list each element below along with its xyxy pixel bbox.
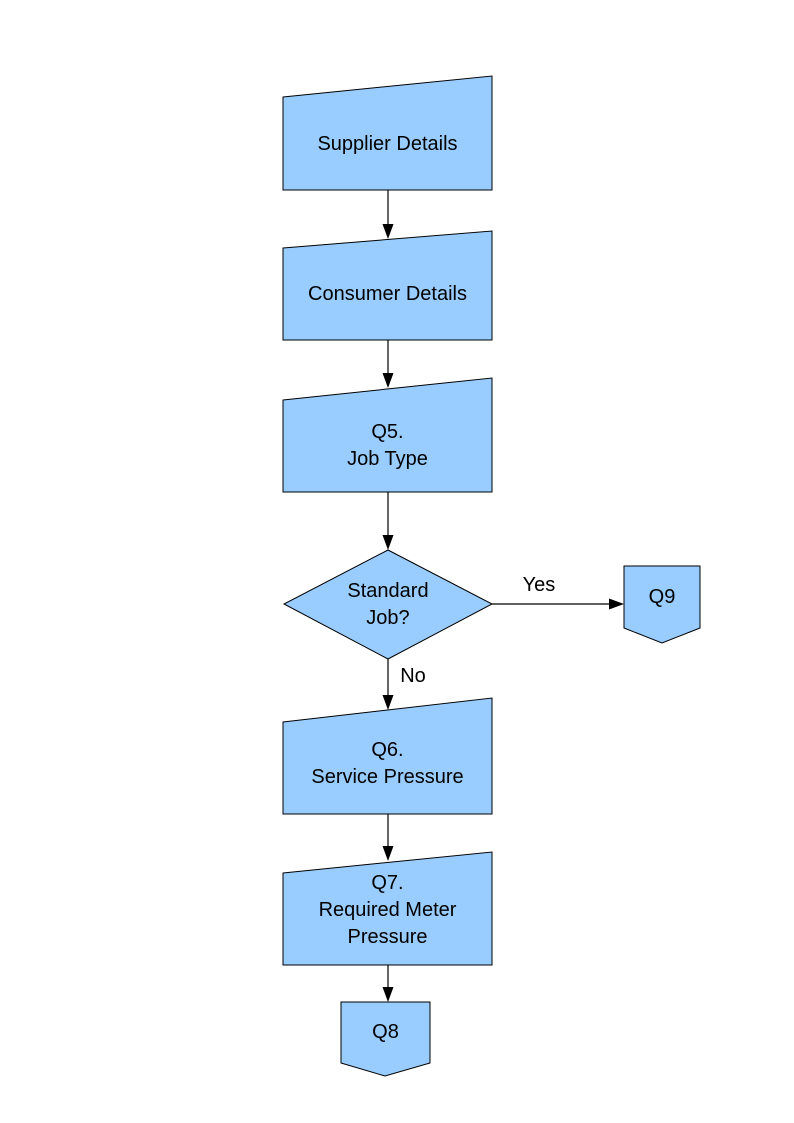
q8-connector-shape	[340, 1001, 431, 1077]
q5-job-type-shape	[282, 377, 493, 493]
arrowhead-decision-q6	[382, 695, 394, 710]
arrowhead-consumer-q5	[382, 373, 394, 388]
q5-job-type-label: Q5. Job Type	[347, 421, 428, 470]
arrowhead-q5-decision	[382, 535, 394, 550]
arrowhead-decision-q9	[609, 598, 624, 610]
q7-required-meter-pressure-label: Q7. Required Meter Pressure	[318, 872, 457, 948]
yes-edge-label: Yes	[522, 573, 556, 596]
arrowhead-q7-q8	[382, 987, 394, 1002]
q7-required-meter-pressure-shape	[282, 851, 493, 966]
consumer-details-label: Consumer Details	[308, 282, 467, 305]
q8-label: Q8	[372, 1021, 399, 1043]
no-edge-label: No	[400, 664, 426, 687]
q9-label: Q9	[648, 585, 676, 608]
consumer-details-shape	[282, 230, 493, 341]
q9-connector-shape	[623, 565, 701, 644]
standard-job-decision-label: Standard Job?	[347, 579, 429, 629]
q6-service-pressure-shape	[282, 697, 493, 815]
q6-service-pressure-label: Q6. Service Pressure	[311, 739, 464, 788]
arrowhead-supplier-consumer	[382, 224, 394, 239]
supplier-details-shape	[282, 75, 493, 191]
supplier-details-label: Supplier Details	[317, 132, 458, 155]
arrowhead-q6-q7	[382, 846, 394, 861]
